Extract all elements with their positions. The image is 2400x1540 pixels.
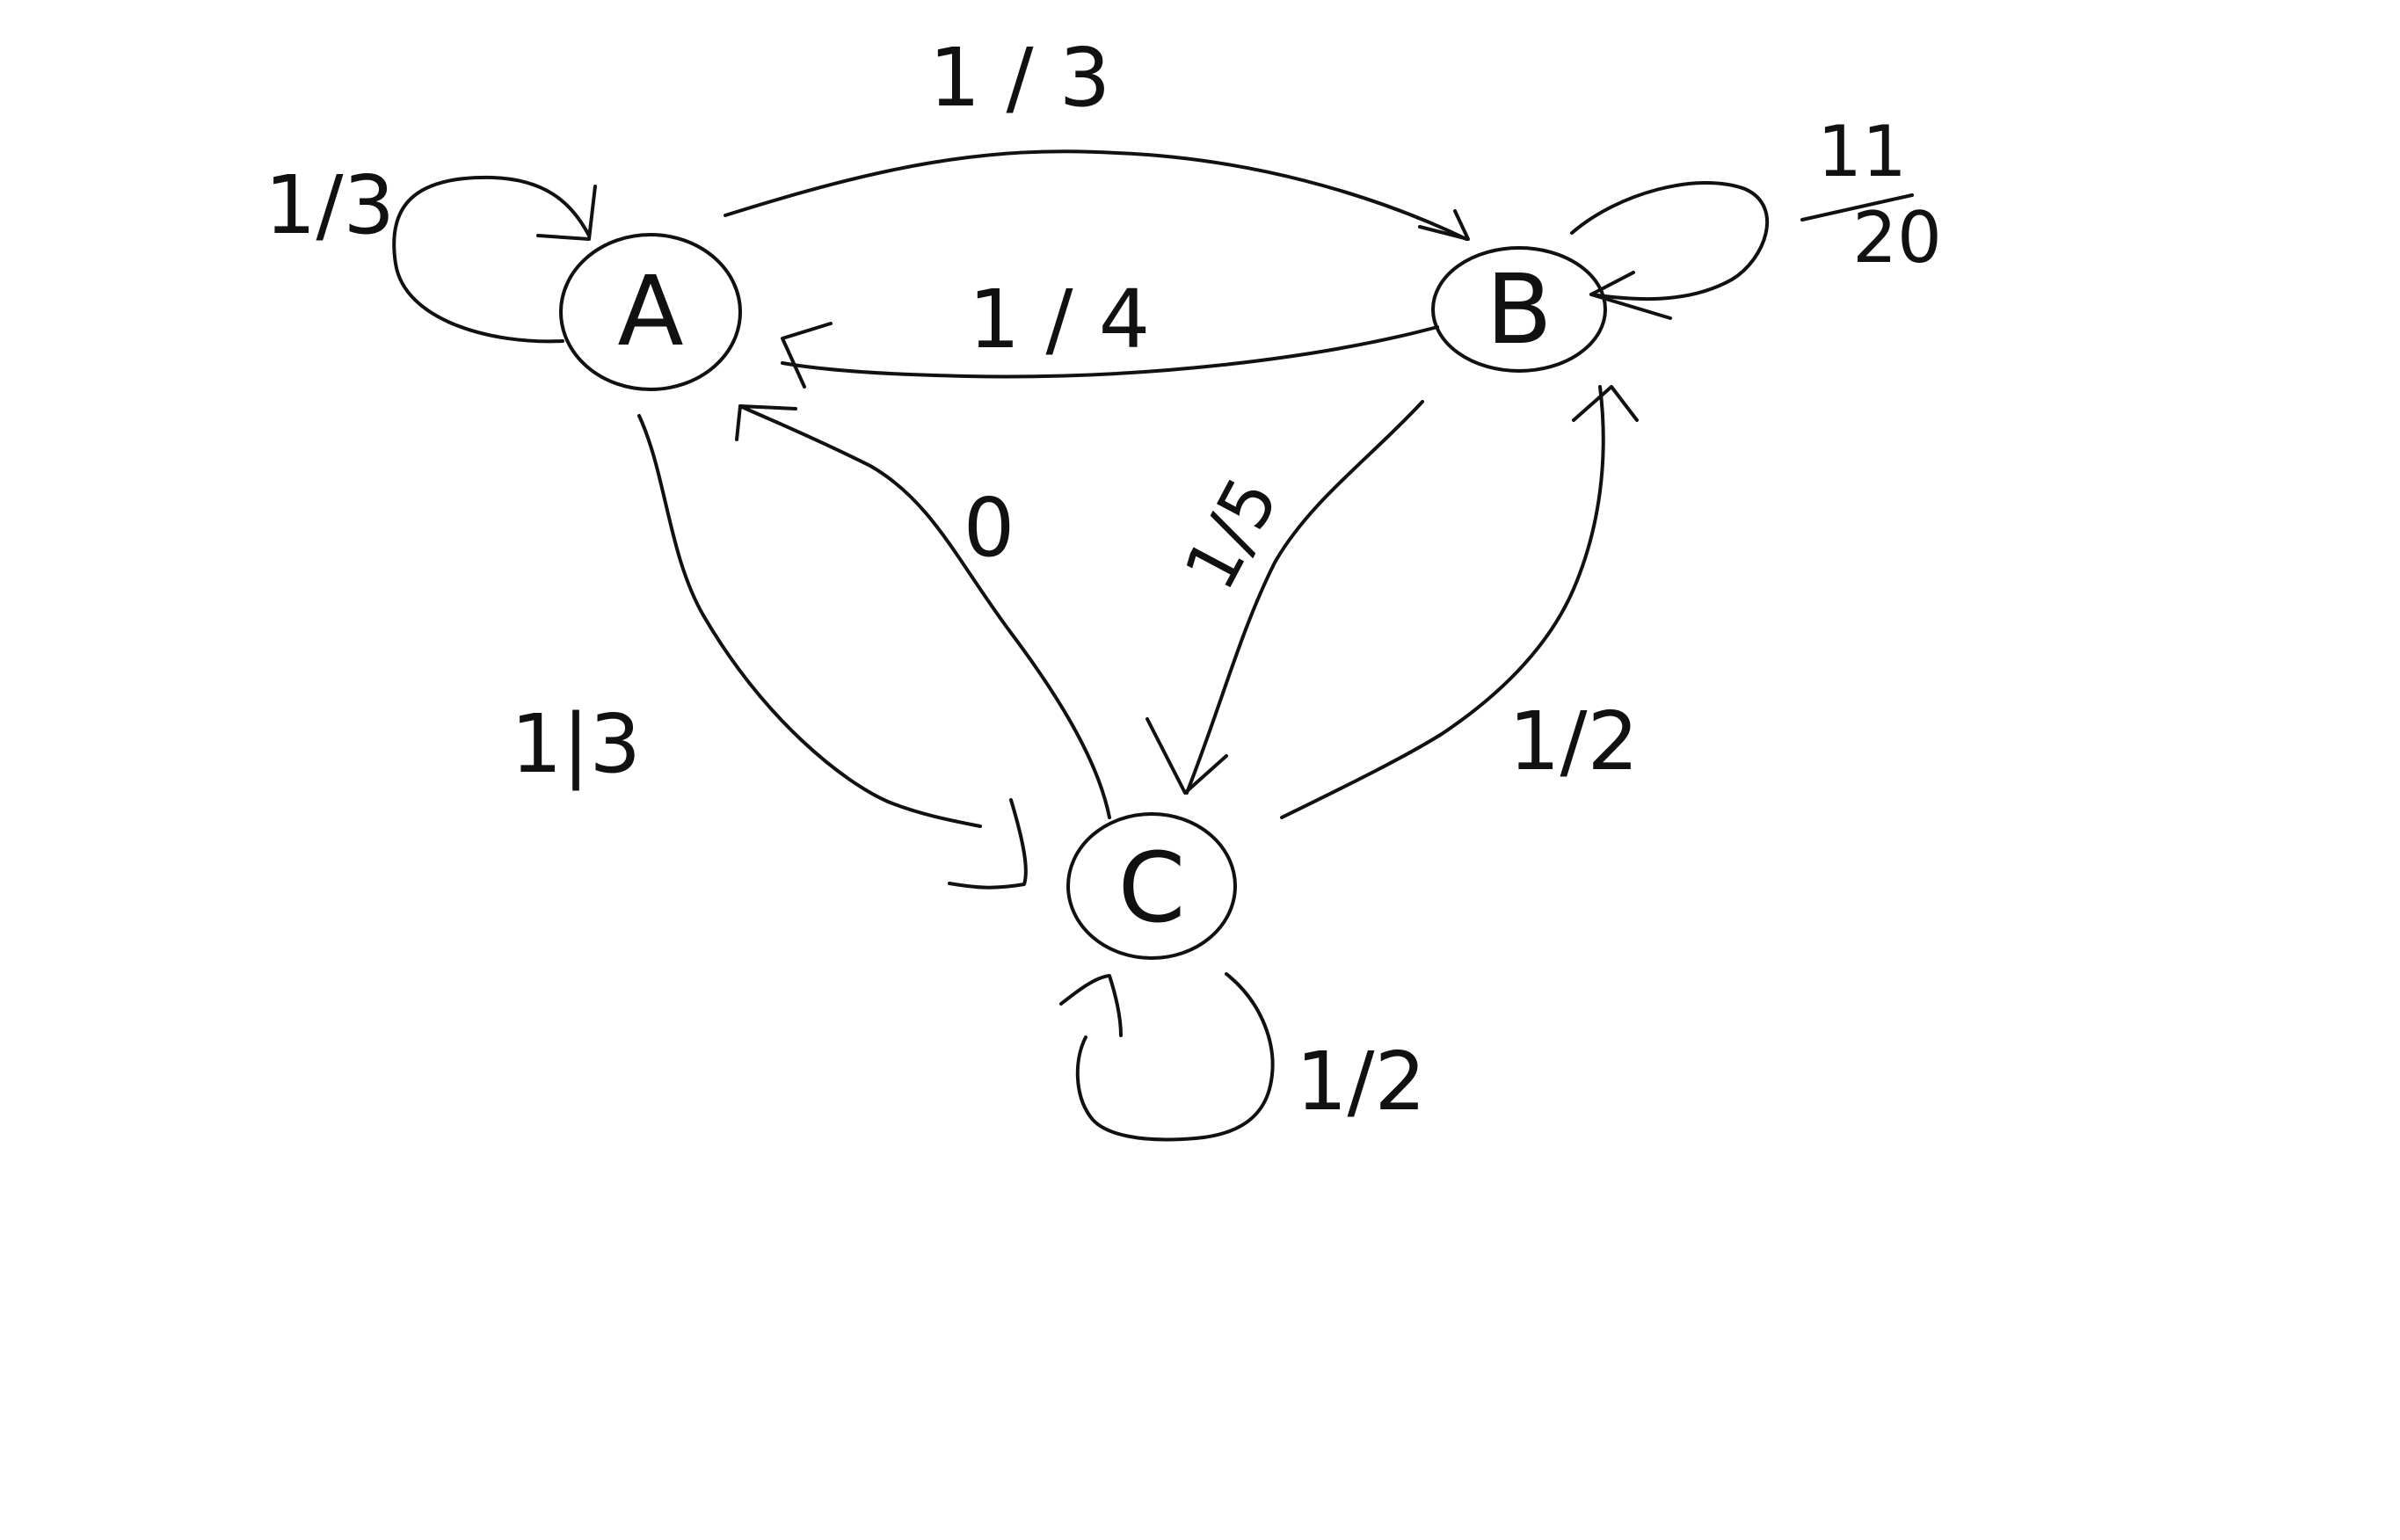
edge-b-to-c — [1145, 400, 1424, 795]
edge-a-to-a-line — [392, 175, 591, 344]
edge-b-to-a-label: 1 / 4 — [969, 272, 1151, 367]
edge-b-to-a — [781, 322, 1439, 389]
edge-c-to-c — [1059, 972, 1275, 1142]
edge-a-to-b-line — [724, 149, 1468, 241]
edge-b-to-b-line — [1570, 181, 1770, 301]
edge-a-to-c-arrowhead — [948, 798, 1028, 890]
edge-b-to-c-arrowhead — [1145, 717, 1228, 795]
node-c: C — [1066, 812, 1237, 960]
edge-a-to-a — [392, 175, 597, 344]
edge-a-to-a-arrowhead — [536, 185, 597, 241]
node-b: B — [1431, 246, 1607, 373]
node-a: A — [559, 233, 742, 391]
edge-a-to-c — [637, 414, 1028, 890]
node-c-label: C — [1118, 832, 1186, 944]
edge-b-to-c-line — [1185, 400, 1424, 795]
node-b-label: B — [1486, 253, 1552, 366]
edge-b-to-c-label: 1/5 — [1168, 464, 1294, 602]
edge-c-to-a-line — [738, 404, 1111, 819]
edge-b-to-b — [1570, 181, 1770, 320]
edge-b-to-a-arrowhead — [781, 322, 833, 389]
edge-a-to-b-label: 1 / 3 — [929, 31, 1111, 125]
edge-c-to-c-arrowhead — [1059, 974, 1123, 1037]
edge-b-to-b-label-denominator: 20 — [1852, 197, 1942, 279]
edge-c-to-b-label: 1/2 — [1509, 694, 1639, 788]
node-b-circle — [1431, 246, 1607, 373]
edge-b-to-a-line — [781, 325, 1439, 379]
edge-c-to-b-line — [1280, 385, 1605, 819]
edge-a-to-b — [724, 149, 1470, 241]
edge-a-to-c-line — [637, 414, 982, 828]
node-a-label: A — [617, 255, 683, 367]
edge-c-to-c-label: 1/2 — [1296, 1035, 1426, 1129]
edge-c-to-b — [1280, 385, 1639, 819]
edge-a-to-a-label: 1/3 — [265, 158, 395, 252]
edge-c-to-a-label: 0 — [964, 481, 1015, 575]
edge-b-to-b-label: 11 20 — [1800, 111, 1942, 279]
edge-b-to-b-arrowhead — [1589, 271, 1672, 320]
edge-a-to-c-label: 1|3 — [511, 697, 641, 791]
edge-c-to-b-arrowhead — [1572, 385, 1639, 422]
node-c-circle — [1066, 812, 1237, 960]
node-a-circle — [559, 233, 742, 391]
edge-c-to-a-arrowhead — [735, 404, 797, 441]
edge-c-to-a — [735, 404, 1111, 819]
edge-a-to-b-arrowhead — [1418, 209, 1470, 241]
edge-b-to-b-label-numerator: 11 — [1817, 111, 1907, 192]
edge-b-to-b-label-fraction-bar — [1800, 193, 1914, 222]
edge-c-to-c-line — [1075, 972, 1275, 1142]
